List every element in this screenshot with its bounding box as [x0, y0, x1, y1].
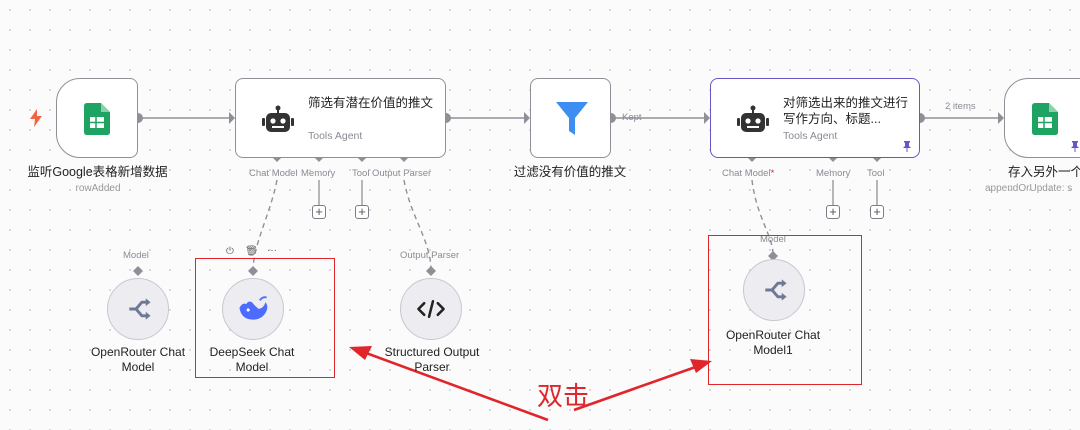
openrouter1-label: OpenRouter Chat Model [90, 345, 186, 374]
highlight-box-deepseek [195, 258, 335, 378]
add-memory-button[interactable]: + [312, 205, 326, 219]
parser-label: Structured Output Parser [384, 345, 480, 374]
agent1-port-memory: Memory [301, 168, 336, 179]
trigger-bolt-icon [29, 109, 43, 132]
google-sheets-append-node[interactable] [1004, 78, 1080, 158]
add-tool-button[interactable]: + [355, 205, 369, 219]
agent2-title: 对筛选出来的推文进行写作方向、标题... [783, 96, 909, 126]
sheet2-label: 存入另外一个表 [1008, 165, 1080, 179]
google-sheets-trigger-node[interactable] [56, 78, 138, 158]
openrouter2-label: OpenRouter Chat Model1 [725, 328, 821, 357]
add-memory-button[interactable]: + [826, 205, 840, 219]
trigger-sublabel: rowAdded [75, 183, 121, 194]
items-edge-label: 2 items [945, 101, 976, 112]
openrouter-icon [765, 279, 787, 301]
agent2-port-chat-model: Chat Model* [722, 168, 774, 179]
deepseek-whale-icon [239, 296, 268, 320]
agent1-port-chat-model: Chat Model [249, 168, 298, 179]
agent2-port-tool: Tool [867, 168, 885, 179]
agent1-node[interactable]: 筛选有潜在价值的推文 Tools Agent [235, 78, 446, 158]
agent2-node[interactable]: 对筛选出来的推文进行写作方向、标题... Tools Agent [710, 78, 920, 158]
openrouter1-port-model: Model [123, 250, 149, 261]
trash-icon[interactable]: 🗑 [245, 246, 258, 257]
kept-edge-label: Kept [622, 112, 642, 123]
agent1-title: 筛选有潜在价值的推文 [308, 96, 434, 110]
required-marker: * [770, 168, 775, 179]
agent1-port-tool: Tool [352, 168, 370, 179]
parser-port-output-parser: Output Parser [400, 250, 460, 261]
trigger-label: 监听Google表格新增数据 [27, 165, 168, 179]
funnel-icon [555, 101, 589, 142]
more-icon[interactable]: ··· [267, 245, 277, 256]
deepseek-label: DeepSeek Chat Model [209, 345, 295, 374]
openrouter2-port-model: Model [760, 234, 786, 245]
annotation-text: 双击 [537, 382, 590, 412]
agent1-port-output-parser: Output Parser [372, 168, 432, 179]
filter-label: 过滤没有价值的推文 [513, 165, 627, 179]
robot-icon [262, 105, 294, 138]
pin-icon[interactable] [1069, 139, 1080, 157]
robot-icon [737, 105, 769, 138]
structured-output-parser-node[interactable] [400, 278, 462, 340]
google-sheets-icon [84, 103, 110, 140]
openrouter-icon [129, 298, 151, 320]
agent2-subtitle: Tools Agent [783, 130, 838, 142]
code-icon [417, 300, 445, 318]
google-sheets-icon [1032, 103, 1058, 140]
openrouter-chat-model-node[interactable] [107, 278, 169, 340]
openrouter-chat-model1-node[interactable] [743, 259, 805, 321]
power-icon[interactable]: ⏻ [226, 246, 234, 257]
agent2-port-chat-model-text: Chat Model* [722, 168, 775, 179]
agent1-subtitle: Tools Agent [308, 130, 363, 142]
add-tool-button[interactable]: + [870, 205, 884, 219]
deepseek-chat-model-node[interactable] [222, 278, 284, 340]
highlight-box-openrouter1 [708, 235, 862, 385]
filter-node[interactable] [530, 78, 611, 158]
agent2-port-memory: Memory [816, 168, 851, 179]
sheet2-sublabel: appendOrUpdate: s [985, 183, 1073, 194]
pin-icon[interactable] [901, 139, 913, 157]
